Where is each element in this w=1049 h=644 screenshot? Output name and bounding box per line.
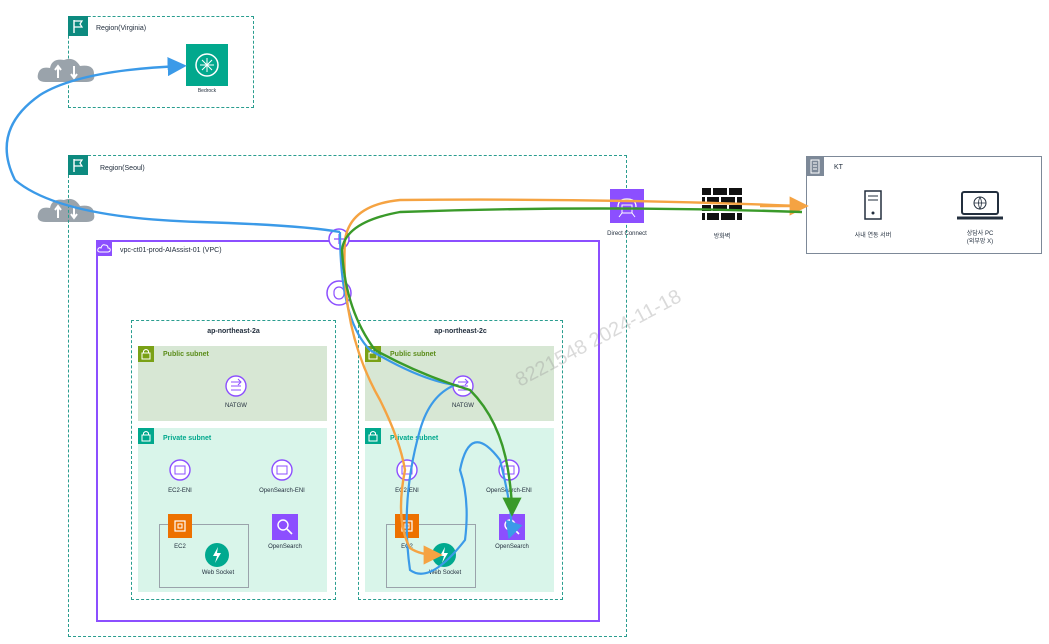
opensearch-c-label: OpenSearch <box>495 544 529 550</box>
ec2-c-label: EC2 <box>401 544 413 550</box>
bedrock-icon[interactable] <box>186 44 228 86</box>
lock-icon <box>138 346 154 362</box>
opensearch-icon[interactable] <box>272 514 298 540</box>
firewall-label: 방화벽 <box>713 234 731 240</box>
region-seoul-title: Region(Seoul) <box>100 165 145 172</box>
server-label: 사내 연동 서버 <box>854 233 892 239</box>
laptop-icon[interactable] <box>956 190 1004 227</box>
websocket-icon[interactable] <box>204 542 230 573</box>
server-icon[interactable] <box>864 190 882 225</box>
building-icon <box>806 156 824 176</box>
bedrock-label: Bedrock <box>197 88 217 94</box>
vpc-cloud-icon <box>96 240 112 256</box>
pc-label-line1: 상담사 PC <box>966 231 994 237</box>
region-virginia-title: Region(Virginia) <box>96 25 147 32</box>
ec2-eni-c-label: EC2-ENI <box>395 488 419 494</box>
az-a-title: ap-northeast-2a <box>207 328 260 335</box>
internet-gateway-icon[interactable] <box>325 279 353 312</box>
opensearch-eni-icon[interactable] <box>497 458 521 487</box>
ec2-eni-icon[interactable] <box>395 458 419 487</box>
opensearch-eni-c-label: OpenSearch-ENI <box>486 488 532 494</box>
virtual-gateway-icon[interactable] <box>327 227 351 256</box>
nat-gateway-icon[interactable] <box>451 374 475 403</box>
private-subnet-a <box>138 428 327 592</box>
direct-connect-icon[interactable] <box>610 189 644 223</box>
opensearch-eni-icon[interactable] <box>270 458 294 487</box>
internet-cloud-icon <box>36 54 98 91</box>
websocket-icon[interactable] <box>431 542 457 573</box>
private-subnet-a-title: Private subnet <box>163 435 212 442</box>
public-subnet-a-title: Public subnet <box>163 351 209 358</box>
websocket-c-label: Web Socket <box>428 570 462 576</box>
ec2-a-label: EC2 <box>174 544 186 550</box>
ec2-eni-icon[interactable] <box>168 458 192 487</box>
public-subnet-c-title: Public subnet <box>390 351 436 358</box>
opensearch-a-label: OpenSearch <box>268 544 302 550</box>
vpc-title: vpc-ct01-prod-AIAssist-01 (VPC) <box>120 247 222 254</box>
natgw-a-label: NATGW <box>225 403 247 409</box>
ec2-icon[interactable] <box>395 514 419 538</box>
direct-connect-label: Direct Connect <box>607 231 647 237</box>
ec2-group-box <box>159 524 249 588</box>
lock-icon <box>138 428 154 444</box>
ec2-eni-a-label: EC2-ENI <box>168 488 192 494</box>
natgw-c-label: NATGW <box>452 403 474 409</box>
ec2-icon[interactable] <box>168 514 192 538</box>
websocket-a-label: Web Socket <box>201 570 235 576</box>
region-flag-icon <box>68 16 88 36</box>
pc-label-line2: (외부망 X) <box>966 239 994 245</box>
nat-gateway-icon[interactable] <box>224 374 248 403</box>
lock-icon <box>365 428 381 444</box>
kt-title: KT <box>834 164 843 171</box>
private-subnet-c-title: Private subnet <box>390 435 439 442</box>
az-a <box>131 320 336 600</box>
opensearch-eni-a-label: OpenSearch-ENI <box>259 488 305 494</box>
lock-icon <box>365 346 381 362</box>
az-c-title: ap-northeast-2c <box>434 328 487 335</box>
opensearch-icon[interactable] <box>499 514 525 540</box>
firewall-icon <box>702 188 742 225</box>
region-flag-icon <box>68 155 88 175</box>
